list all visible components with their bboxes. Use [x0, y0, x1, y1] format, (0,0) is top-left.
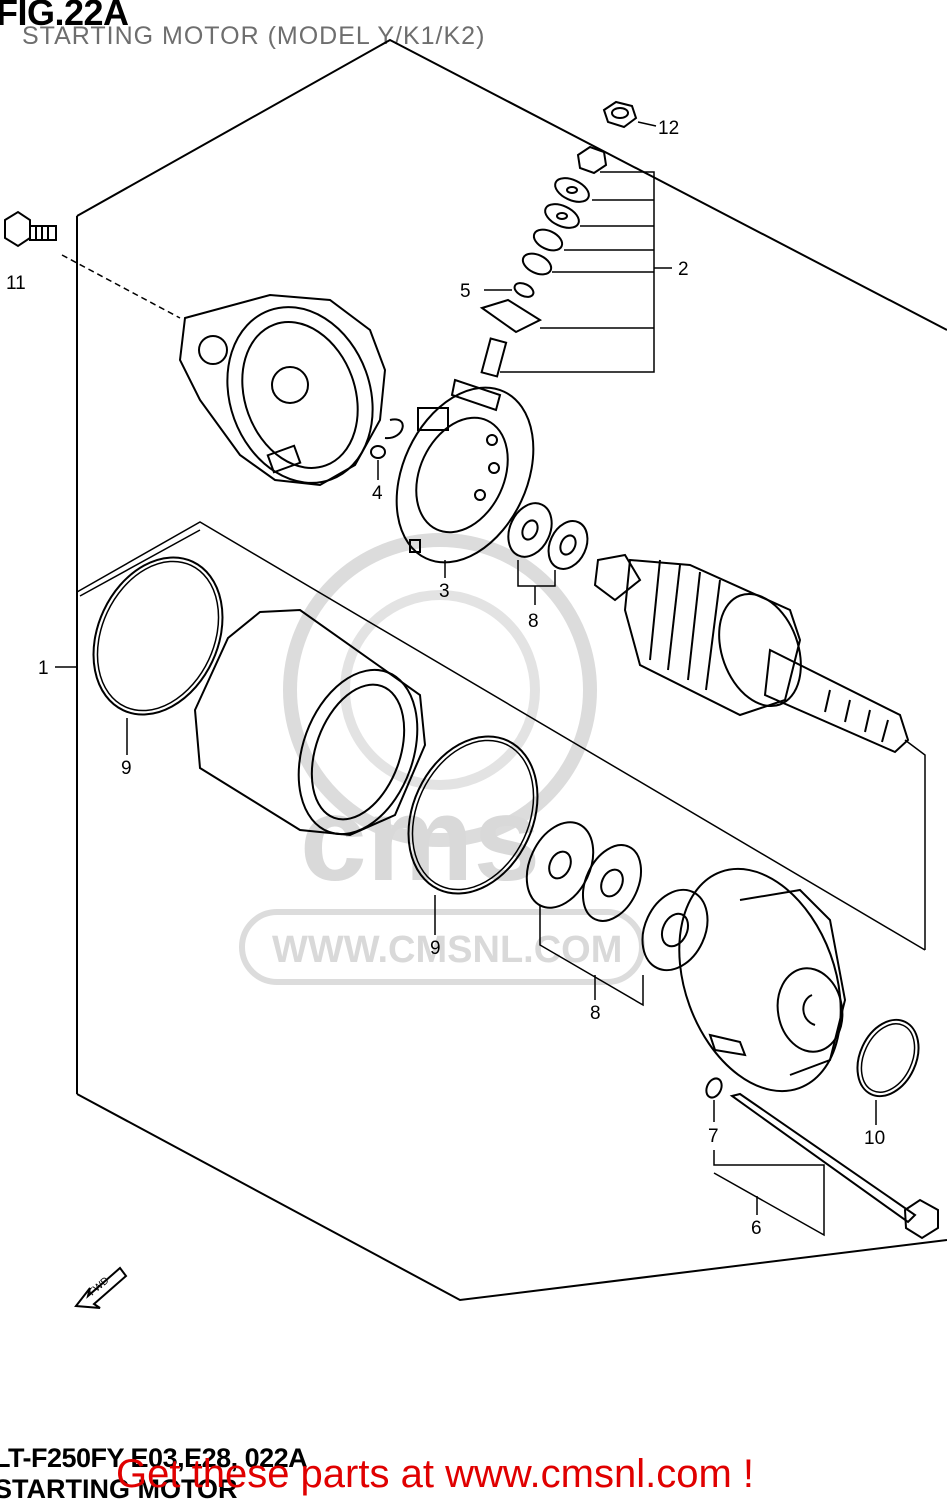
yoke-housing [193, 608, 427, 837]
callout-1: 1 [38, 658, 49, 679]
washers-8-upper [507, 502, 589, 570]
nut-12 [602, 100, 638, 129]
rear-housing [178, 293, 387, 487]
callout-4: 4 [372, 483, 383, 504]
footer-section-name: STARTING MOTOR [0, 1474, 238, 1504]
leader-12 [637, 121, 657, 127]
armature [593, 553, 910, 754]
clip-4 [370, 418, 404, 459]
o-ring-10 [856, 1018, 920, 1098]
figure-number: FIG.22A [0, 0, 129, 33]
assembly-inner-frame [76, 521, 926, 951]
callout-10: 10 [864, 1128, 885, 1149]
footer-model-code: LT-F250FY E03,E28, 022A [0, 1443, 308, 1473]
assembly-inner-frame-top [79, 529, 201, 597]
forward-arrow-icon: FWD [74, 1266, 128, 1309]
figure-subtitle: STARTING MOTOR (MODEL Y/K1/K2) [22, 22, 486, 50]
armature-leader [904, 739, 926, 950]
front-housing [678, 867, 847, 1093]
washers-8-lower [525, 821, 709, 972]
callout-9-front: 9 [430, 938, 441, 959]
watermark: cms WWW.CMSNL.COM [239, 533, 645, 985]
watermark-emblem-inner [340, 590, 540, 790]
callout-7: 7 [708, 1126, 719, 1147]
callout-6: 6 [751, 1218, 762, 1239]
watermark-emblem [283, 533, 597, 847]
callout-5: 5 [460, 281, 471, 302]
callout-3: 3 [439, 581, 450, 602]
leader-6 [713, 1150, 825, 1237]
leader-8-upper [517, 560, 556, 587]
washer-7 [705, 1077, 723, 1099]
buy-parts-link[interactable]: Get these parts at www.cmsnl.com ! [116, 1452, 754, 1496]
o-ring-9-rear [92, 556, 224, 716]
watermark-brand: cms [300, 772, 540, 906]
callout-9-rear: 9 [121, 758, 132, 779]
o-ring-10-inner [860, 1023, 916, 1093]
assembly-outline-bottom [76, 1093, 947, 1302]
watermark-url-band [239, 909, 645, 985]
callout-11: 11 [6, 273, 26, 294]
o-ring-9-front [407, 735, 539, 895]
callout-8-lower: 8 [590, 1003, 601, 1024]
brush-plate-3 [395, 386, 535, 564]
callout-8-upper: 8 [528, 611, 539, 632]
assembly-outline [76, 38, 947, 331]
leader-8-lower [539, 905, 644, 1007]
through-bolt-6 [729, 1092, 939, 1240]
watermark-url: WWW.CMSNL.COM [272, 929, 622, 971]
callout-2: 2 [678, 259, 689, 280]
o-ring-9-rear-inner [96, 560, 220, 712]
callout-12: 12 [658, 118, 679, 139]
leader-11 [61, 254, 181, 319]
bolt-11 [4, 210, 57, 248]
o-ring-9-front-inner [411, 739, 535, 891]
terminal-kit-2 [450, 145, 608, 412]
